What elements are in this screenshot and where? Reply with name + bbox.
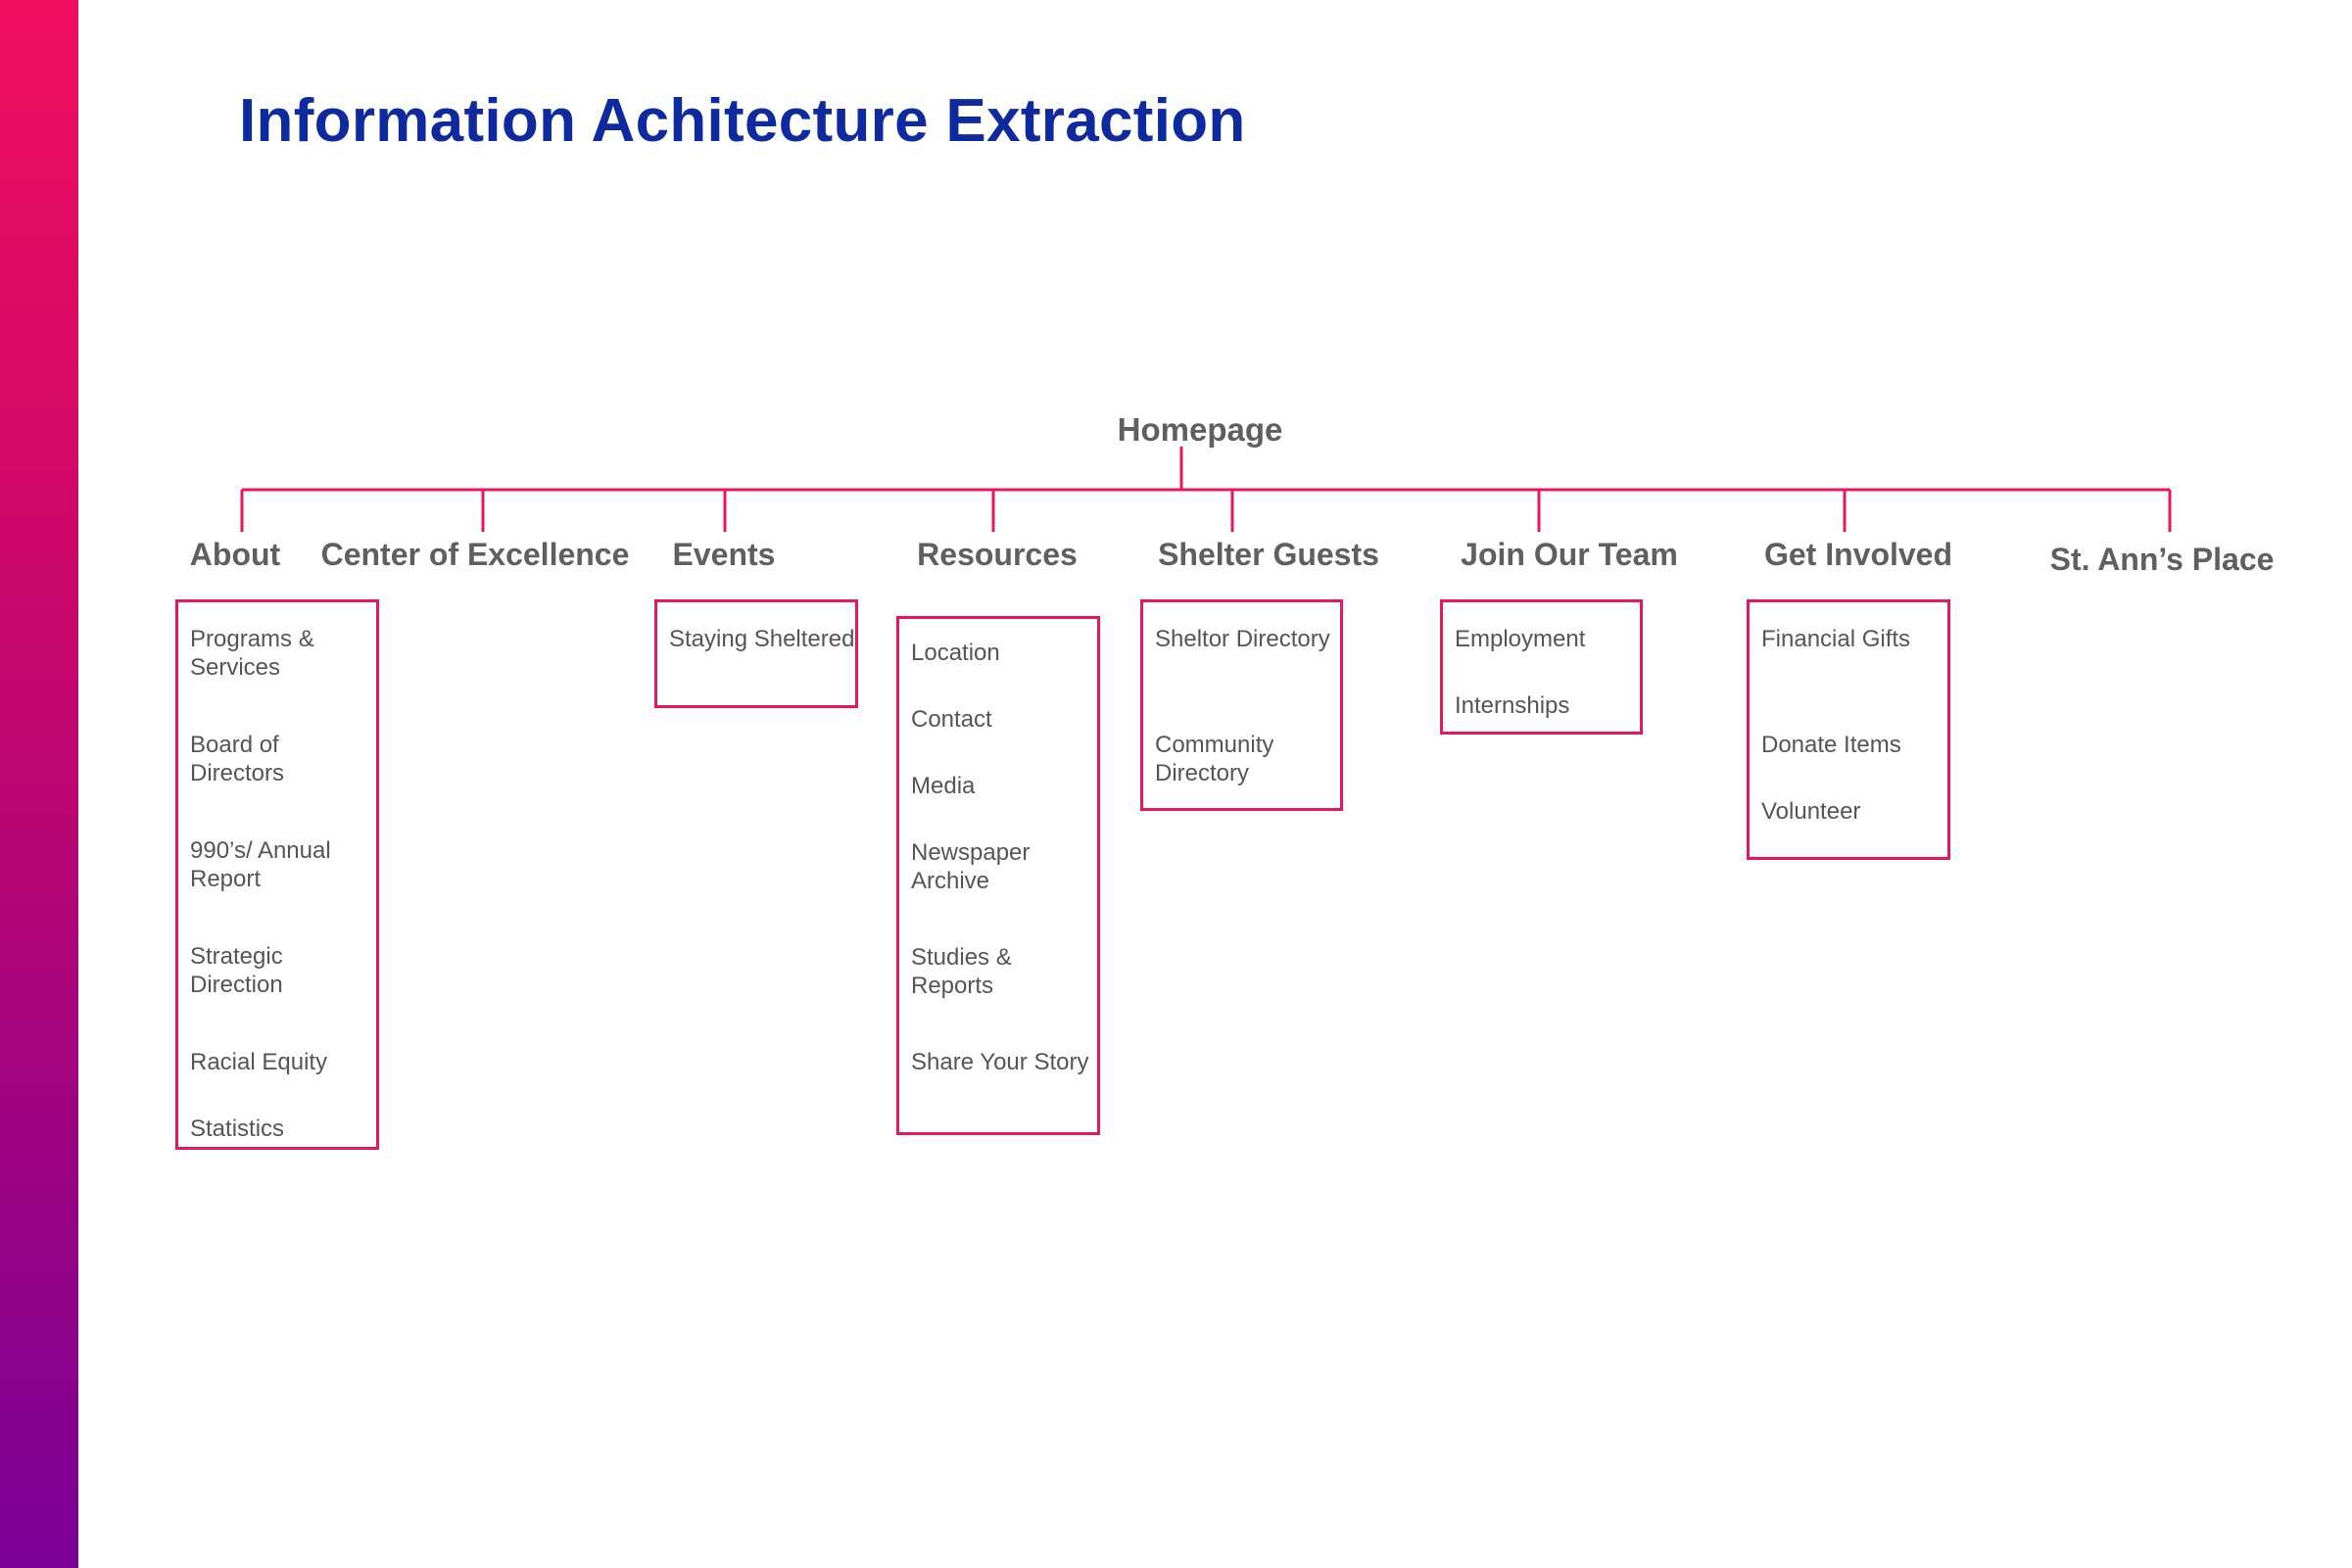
gradient-side-bar <box>0 0 78 1568</box>
list-item: Sheltor Directory <box>1155 626 1330 652</box>
list-item: Programs & Services <box>190 626 314 681</box>
list-item: Community Directory <box>1155 732 1274 786</box>
list-item: Donate Items <box>1761 732 1901 758</box>
list-item: Financial Gifts <box>1761 626 1911 652</box>
list-item: Employment <box>1455 626 1586 652</box>
list-item: Media <box>911 773 976 799</box>
category-get-involved: Get Involved <box>1763 537 1953 572</box>
category-st-anns-place: St. Ann’s Place <box>2049 542 2275 577</box>
list-item: Contact <box>911 706 992 733</box>
list-item: Volunteer <box>1761 798 1861 825</box>
category-events: Events <box>672 537 776 572</box>
list-item: Board of Directors <box>190 732 285 786</box>
list-item: Internships <box>1455 692 1570 719</box>
list-item: Location <box>911 640 1000 666</box>
list-item: Statistics <box>190 1116 285 1142</box>
category-about: About <box>189 537 281 572</box>
list-item: 990’s/ Annual Report <box>190 837 331 892</box>
child-list-events: Staying Sheltered <box>654 599 858 708</box>
list-item: Staying Sheltered <box>669 626 855 652</box>
list-item: Share Your Story <box>911 1049 1089 1075</box>
page-title: Information Achitecture Extraction <box>239 87 1246 155</box>
category-center-of-excellence: Center of Excellence <box>320 537 630 572</box>
category-shelter-guests: Shelter Guests <box>1158 537 1379 572</box>
category-resources: Resources <box>917 537 1078 572</box>
list-item: Studies & Reports <box>911 944 1012 999</box>
category-join-our-team: Join Our Team <box>1461 537 1678 572</box>
list-item: Newspaper Archive <box>911 839 1031 894</box>
root-node-homepage: Homepage <box>1117 411 1283 448</box>
list-item: Racial Equity <box>190 1049 328 1075</box>
list-item: Strategic Direction <box>190 943 283 998</box>
